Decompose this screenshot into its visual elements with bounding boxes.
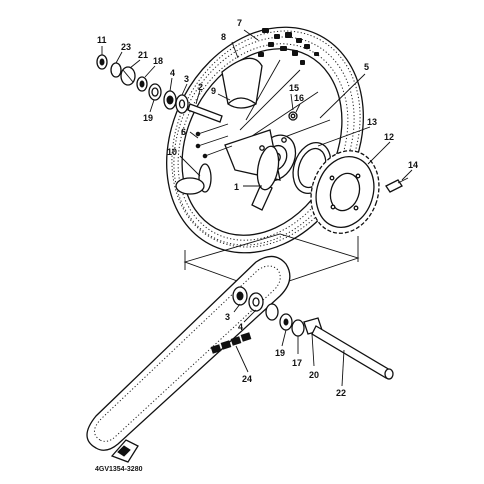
callout-lower-22: 22 — [336, 388, 346, 398]
front-direction-arrow-icon — [110, 439, 139, 463]
callout-5: 5 — [364, 62, 369, 72]
callout-lower-4: 4 — [238, 322, 243, 332]
callout-10: 10 — [167, 147, 177, 157]
inner-tube — [221, 57, 263, 109]
rim — [251, 145, 280, 211]
rear-sprocket — [310, 150, 380, 234]
callout-23: 23 — [121, 42, 131, 52]
callout-3: 3 — [184, 74, 189, 84]
sprocket-bolt — [385, 177, 409, 193]
callout-8: 8 — [221, 32, 226, 42]
callout-lower-3: 3 — [225, 312, 230, 322]
diagram-code: 4GV1354-3280 — [95, 466, 143, 473]
callout-1: 1 — [234, 182, 239, 192]
upper-axle-stack — [96, 54, 233, 159]
wheel-hub — [224, 59, 331, 182]
rim-lock — [175, 163, 212, 195]
upper-leader-lines — [101, 29, 413, 187]
callout-12: 12 — [384, 132, 394, 142]
callout-4: 4 — [170, 68, 175, 78]
callout-2: 2 — [198, 82, 203, 92]
callout-16: 16 — [294, 93, 304, 103]
callout-18: 18 — [153, 56, 163, 66]
callout-7: 7 — [237, 18, 242, 28]
callout-9: 9 — [211, 86, 216, 96]
callout-15: 15 — [289, 83, 299, 93]
callout-lower-20: 20 — [309, 370, 319, 380]
lower-axle-stack — [232, 286, 394, 380]
tire-tread — [258, 28, 319, 65]
callout-14: 14 — [408, 160, 418, 170]
part-callouts: 11 23 21 18 4 3 2 19 7 8 9 5 15 16 6 10 … — [97, 18, 418, 398]
callout-19: 19 — [143, 113, 153, 123]
callout-11: 11 — [97, 35, 107, 45]
lower-leader-lines — [233, 303, 345, 387]
drive-chain — [86, 255, 291, 451]
callout-6: 6 — [181, 127, 186, 137]
callout-lower-17: 17 — [292, 358, 302, 368]
callout-lower-19: 19 — [275, 348, 285, 358]
callout-21: 21 — [138, 50, 148, 60]
chain-joint — [210, 332, 252, 354]
callout-lower-24: 24 — [242, 374, 252, 384]
callout-13: 13 — [367, 117, 377, 127]
